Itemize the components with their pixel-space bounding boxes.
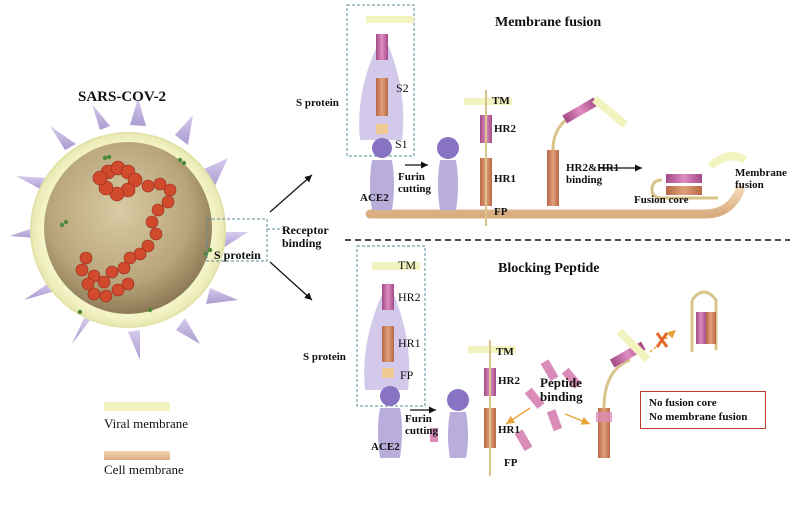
virus-title: SARS-COV-2 <box>78 89 167 105</box>
s1-label: S1 <box>395 137 408 151</box>
cross-mark <box>655 332 669 348</box>
legend-viral-membrane-label: Viral membrane <box>104 416 189 431</box>
ace2-label-bottom: ACE2 <box>371 441 400 453</box>
rna-strand <box>75 160 177 303</box>
s-protein-box-bottom <box>356 245 426 407</box>
membrane-fusion-graphics <box>346 4 748 226</box>
fusion-core-label: Fusion core <box>634 194 689 206</box>
furin-cutting-label-top: Furin cutting <box>398 171 431 195</box>
ace2-receptor-bottom <box>378 408 402 458</box>
hr2-hr1-binding-label: HR2&HR1 binding <box>566 162 620 186</box>
membrane-proteins <box>59 154 213 315</box>
tm-membrane-box <box>372 262 420 270</box>
s2-label: S2 <box>396 81 409 95</box>
s1-head-bottom <box>380 386 400 406</box>
fusion-core-structure <box>650 152 748 200</box>
s-protein-label-bottom: S protein <box>303 351 346 363</box>
fp-segment <box>376 124 388 134</box>
membrane-fusion-title: Membrane fusion <box>495 15 602 30</box>
virus-particle <box>10 98 248 360</box>
hr1-segment <box>376 78 388 116</box>
fp-label-top: FP <box>494 206 508 218</box>
legend-cell-membrane-label: Cell membrane <box>104 462 184 477</box>
fp-box-label: FP <box>400 368 414 382</box>
stray-peptide <box>430 428 438 442</box>
cell-membrane-top <box>365 185 745 219</box>
legend-viral-membrane-swatch <box>104 402 170 411</box>
peptide-arrow-right <box>564 413 591 425</box>
tm-label-top: TM <box>492 95 510 107</box>
peptide-binding-label: Peptide binding <box>540 375 583 404</box>
unformed-fusion-core <box>690 290 718 352</box>
fp-box-segment <box>382 368 394 378</box>
hr2-label-bottom: HR2 <box>498 375 520 387</box>
peptide-arrow-left <box>505 407 531 425</box>
furin-cutting-label-bottom: Furin cutting <box>405 413 438 437</box>
legend-cell-membrane-swatch <box>104 451 170 460</box>
fp-label-bottom: FP <box>504 457 518 469</box>
ace2-receptor-top <box>370 160 394 210</box>
hr1-box-label: HR1 <box>398 336 421 350</box>
ace2-free-bottom <box>448 412 468 458</box>
blocking-peptide-graphics <box>356 245 718 476</box>
blocking-peptide-title: Blocking Peptide <box>498 261 600 276</box>
s1-head <box>372 138 392 158</box>
hr-binding-structure <box>547 96 628 206</box>
hr2-box-label: HR2 <box>398 290 421 304</box>
tm-box-label: TM <box>398 258 416 272</box>
no-fusion-callout: No fusion core No membrane fusion <box>640 391 766 429</box>
hr2-segment <box>376 34 388 60</box>
blocking-peptides <box>514 359 582 452</box>
ace2-label-top: ACE2 <box>360 192 389 204</box>
viral-membrane-piece <box>366 16 414 23</box>
hr1-label-bottom: HR1 <box>498 424 520 436</box>
blocked-s2-structure <box>596 328 651 458</box>
ace2-free-top <box>438 160 458 210</box>
no-fusion-core-text: No fusion core <box>649 397 717 409</box>
receptor-binding-label: Receptor binding <box>282 223 329 250</box>
released-s1-top <box>437 137 459 159</box>
released-s1-bottom <box>447 389 469 411</box>
hr2-label-top: HR2 <box>494 123 516 135</box>
hr1-label-top: HR1 <box>494 173 516 185</box>
membrane-fusion-result-label: Membrane fusion <box>735 167 787 191</box>
arrow-to-membrane-fusion <box>269 174 313 213</box>
s-protein-label-top: S protein <box>296 97 339 109</box>
tm-label-bottom: TM <box>496 346 514 358</box>
arrow-to-blocking-peptide <box>269 261 313 301</box>
tm-membrane-top <box>464 98 512 105</box>
virus-s-protein-label: S protein <box>214 248 261 262</box>
no-membrane-fusion-text: No membrane fusion <box>649 411 748 423</box>
s-protein-highlight-box <box>206 218 268 262</box>
tm-membrane-bottom <box>468 346 516 353</box>
hr2-box-segment <box>382 284 394 310</box>
hr1-box-segment <box>382 326 394 362</box>
